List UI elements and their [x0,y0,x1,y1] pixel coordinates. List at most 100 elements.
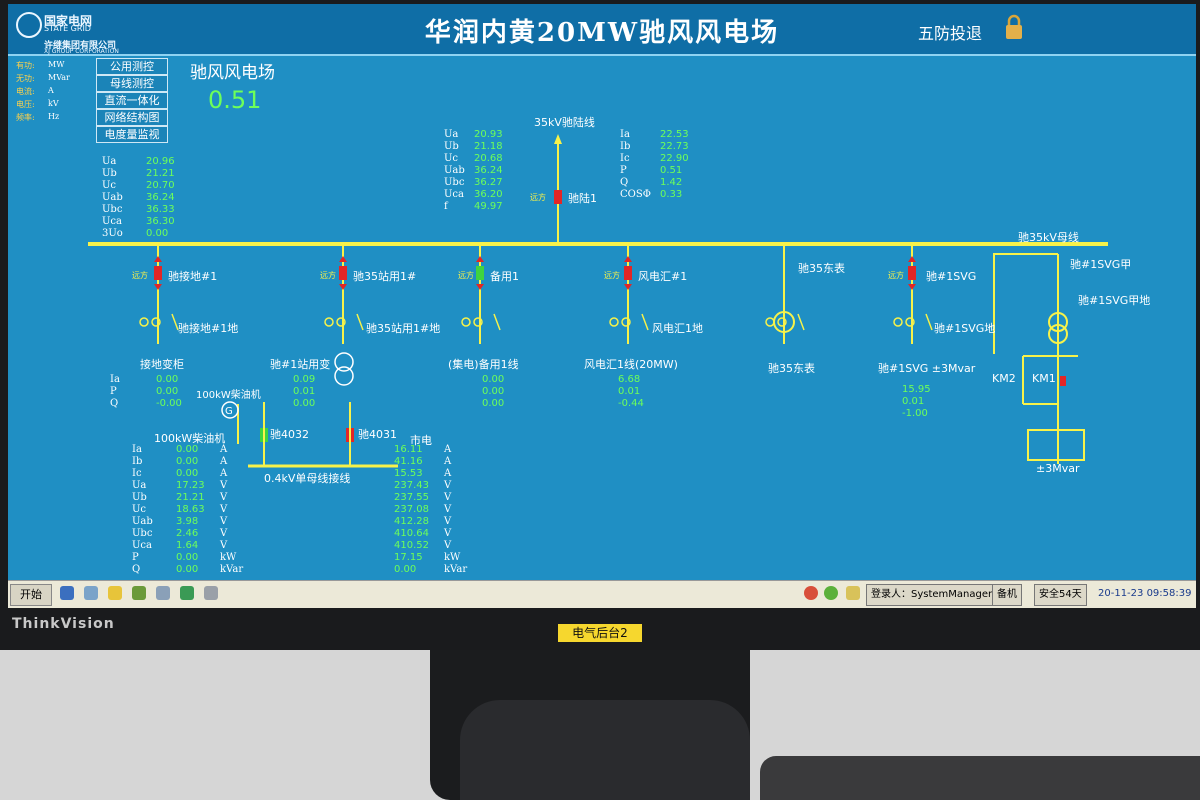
pq-label: P [110,386,117,397]
wufang-toggle-button[interactable]: 五防投退 [918,24,983,43]
settings-icon[interactable] [204,586,218,600]
diesel-row-label: Ub [132,492,147,503]
bay-label-wind-name: 风电汇1线(20MW) [584,358,678,371]
ground-switch-icon[interactable] [925,313,933,331]
lock-icon[interactable] [1004,14,1024,40]
ground-switch-icon[interactable] [356,313,364,331]
grid-row-unit: V [444,504,452,515]
ground-switch-icon[interactable] [641,313,649,331]
line35-remote: 远方 [530,193,546,202]
ground-switch-icon[interactable] [797,313,805,331]
line35-breaker[interactable] [554,190,562,204]
logo-company: 许继集团有限公司 [44,41,117,51]
note-icon[interactable] [846,586,860,600]
station-xfmr-icon [334,352,354,372]
bay-breaker-spare[interactable] [476,266,484,280]
pq-value-wind: 0.01 [618,386,641,397]
grid-row-unit: A [444,456,452,467]
bay-arrow-icon [339,256,347,262]
disconnector-icon [324,317,334,327]
nav-button[interactable]: 电度量监视 [96,126,168,143]
computer-icon[interactable] [84,586,98,600]
diesel-row-unit: V [220,540,228,551]
bus-meas-label: Ub [102,168,117,179]
bus-meas-value: 36.33 [146,204,175,215]
diesel-row-unit: kVar [220,564,244,575]
grid-row-value: 0.00 [394,564,417,575]
pq-value-ground: 0.00 [156,386,179,397]
bulb-icon[interactable] [108,586,122,600]
diesel-row-label: Ic [132,468,142,479]
search-icon[interactable] [156,586,170,600]
line35-v-label: Ub [444,141,459,152]
disconnector-icon [893,317,903,327]
bay-label-svgA-km1: KM1 [1032,372,1056,385]
alarm-icon[interactable] [804,586,818,600]
disconnector-icon [336,317,346,327]
pq-value-station: 0.09 [293,374,316,385]
ground-switch-icon[interactable] [493,313,501,331]
state-grid-logo-icon [16,12,42,38]
logo-text: 国家电网 [44,14,93,28]
legend-unit: MVar [48,73,70,82]
bay-breaker-svg[interactable] [908,266,916,280]
state-grid-logo: 国家电网 STATE GRID 许继集团有限公司 XJ GROUP CORPOR… [16,10,148,55]
legend-unit: MW [48,60,65,69]
bay-arrow-icon [624,256,632,262]
nav-button[interactable]: 公用测控 [96,58,168,75]
nav-button[interactable]: 网络结构图 [96,109,168,126]
line35-v-value: 49.97 [474,201,503,212]
station-xfmr-icon-2 [334,366,354,386]
bay-label-svg-switch: 驰#1SVG地 [934,322,996,335]
diesel-row-value: 0.00 [176,456,199,467]
bay-breaker-station[interactable] [339,266,347,280]
nav-button[interactable]: 母线测控 [96,75,168,92]
breaker-4031-label: 驰4031 [358,428,397,441]
diesel-row-label: Ib [132,456,143,467]
diesel-row-label: Uab [132,516,153,527]
bay-arrow-icon [908,284,916,290]
line35-i-value: 0.33 [660,189,683,200]
disconnector-icon [621,317,631,327]
start-button[interactable]: 开始 [10,584,52,606]
bay-label-ground-name: 接地变柜 [140,358,184,371]
diesel-row-label: Uca [132,540,152,551]
line35-title: 35kV驰陆线 [534,116,595,129]
desktop-icon[interactable] [60,586,74,600]
grid-row-unit: kW [444,552,461,563]
grid-row-value: 237.43 [394,480,429,491]
disconnector-icon [609,317,619,327]
nav-button[interactable]: 直流一体化 [96,92,168,109]
monitor-base [460,700,750,800]
svg-device-icon [1027,429,1085,461]
bay-label-wind-breaker: 风电汇#1 [638,270,688,283]
status-icon[interactable] [824,586,838,600]
bay-label-ground-breaker: 驰接地#1 [168,270,218,283]
ground-switch-icon[interactable] [171,313,179,331]
bay-breaker-ground[interactable] [154,266,162,280]
line35-i-label: Q [620,177,629,188]
login-user[interactable]: 登录人：SystemManager [866,584,998,606]
bay-remote-label: 远方 [458,271,474,280]
pq-value-svg: 0.01 [902,396,925,407]
km1-breaker[interactable] [1060,376,1066,386]
grid-row-unit: A [444,444,452,455]
bay-breaker-wind[interactable] [624,266,632,280]
line35-v-value: 21.18 [474,141,503,152]
spreadsheet-icon[interactable] [180,586,194,600]
diesel-row-unit: A [220,444,228,455]
diesel-row-label: Ua [132,480,147,491]
diesel-row-label: Uc [132,504,147,515]
bay-arrow-icon [908,256,916,262]
station-value: 0.51 [208,86,262,114]
pq-label: Q [110,398,119,409]
mode-badge[interactable]: 备机 [992,584,1022,606]
line35-v-label: Ubc [444,177,465,188]
desk-pad [760,756,1200,800]
bus-meas-label: Uc [102,180,117,191]
taskbar: 开始 登录人：SystemManager 备机 安全54天 20-11-23 0… [8,580,1196,608]
station-label: 驰风风电场 [190,63,275,83]
tool-icon[interactable] [132,586,146,600]
diesel-row-label: Q [132,564,141,575]
grid-row-value: 16.11 [394,444,423,455]
